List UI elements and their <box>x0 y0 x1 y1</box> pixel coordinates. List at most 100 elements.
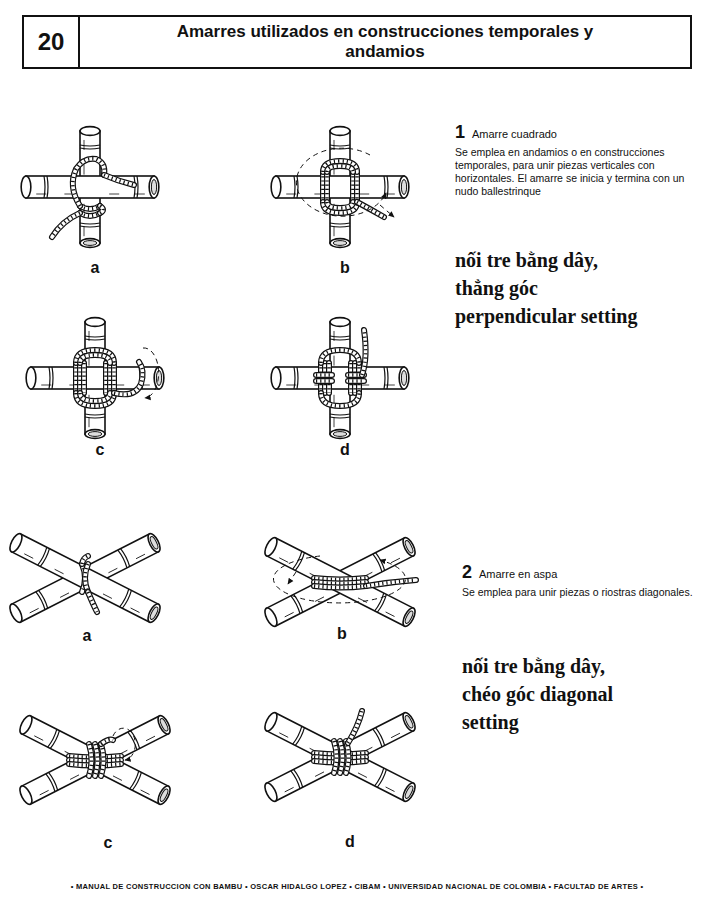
rope <box>362 330 366 375</box>
pole-shade <box>41 385 51 386</box>
pole-hollow <box>401 371 406 386</box>
pole-shade <box>24 554 33 559</box>
lashing-figure <box>262 536 417 628</box>
pole-shade <box>136 554 145 559</box>
rope-twist <box>316 379 332 383</box>
rope <box>327 202 353 208</box>
pole-hollow <box>333 432 347 437</box>
page-number: 20 <box>38 28 65 56</box>
rope-twist <box>88 592 97 612</box>
rope-twist <box>327 166 353 172</box>
pole-shade <box>36 194 46 195</box>
rope <box>88 592 97 612</box>
rope <box>321 393 359 406</box>
rope-twist <box>362 330 366 375</box>
pole-node <box>384 367 385 389</box>
pole-node <box>44 176 45 198</box>
rope <box>73 159 105 206</box>
lashing-figure <box>17 714 172 806</box>
rope <box>316 379 332 383</box>
pole-hollow <box>149 606 159 620</box>
rope <box>325 172 329 202</box>
pole-node <box>377 769 387 787</box>
rope-twist <box>104 175 134 185</box>
pole-hollow <box>159 718 169 732</box>
pole-hollow <box>88 432 102 437</box>
pole-node <box>80 145 100 146</box>
rope <box>323 161 357 172</box>
rope <box>348 711 362 743</box>
pole-node <box>50 731 60 749</box>
rope <box>321 350 359 363</box>
rope-twist <box>321 393 359 406</box>
bamboo-pole <box>262 536 417 628</box>
rope <box>112 363 116 393</box>
pole-node <box>132 772 142 790</box>
rope <box>323 202 357 213</box>
pole-end <box>262 536 279 558</box>
step-letter: a <box>91 259 100 277</box>
pole-node <box>49 772 59 790</box>
pole-node <box>295 728 305 746</box>
rope <box>340 741 343 773</box>
pole-hollow <box>149 536 159 550</box>
dashed-guide <box>380 205 394 217</box>
rope-twist <box>76 393 114 406</box>
rope <box>334 741 337 773</box>
rope <box>340 741 343 773</box>
pole-node <box>85 339 105 340</box>
lashing-figure <box>26 318 164 439</box>
dashed-guide <box>273 556 405 603</box>
rope <box>80 393 110 401</box>
pole-shade <box>334 226 335 236</box>
pole-body <box>21 716 168 804</box>
pole-shade <box>40 790 49 795</box>
rope <box>327 166 353 172</box>
rope <box>362 330 366 375</box>
rope-twist <box>52 213 80 237</box>
rope <box>354 172 360 202</box>
pole-body <box>276 176 404 198</box>
rope <box>100 206 103 213</box>
pole-shade <box>391 733 400 738</box>
pole-shade <box>84 226 85 236</box>
pole-end <box>271 176 281 198</box>
rope <box>95 744 98 776</box>
pole-node <box>294 367 295 389</box>
pole-node <box>376 727 386 745</box>
pole-shade <box>89 417 90 427</box>
rope <box>88 592 97 612</box>
dashed-guide <box>143 348 159 398</box>
step-letter: c <box>96 441 105 459</box>
rope <box>323 202 357 213</box>
pole-node <box>49 367 50 389</box>
rope <box>321 350 359 363</box>
pole-hollow <box>83 241 97 246</box>
rope <box>77 363 83 393</box>
pole-shade <box>286 194 296 195</box>
annotation: nối tre bằng dây, chéo góc diagonal sett… <box>462 652 644 736</box>
rope <box>82 363 86 393</box>
pole-end <box>262 606 279 628</box>
pole-node <box>122 590 132 608</box>
rope <box>80 206 100 209</box>
rope-twist <box>327 202 353 208</box>
pole-end <box>17 714 34 736</box>
rope-twist <box>101 740 113 745</box>
rope <box>104 175 134 185</box>
rope <box>85 564 88 592</box>
rope-twist <box>82 556 88 564</box>
rope-twist <box>80 213 100 216</box>
pole-hollow <box>151 180 156 195</box>
pole-shade <box>391 558 400 563</box>
pole-end <box>7 602 24 624</box>
pole-shade <box>334 331 335 341</box>
pole-hollow <box>401 180 406 195</box>
section-heading: Amarre en aspa <box>479 568 557 581</box>
pole-hollow <box>156 371 161 386</box>
section-number: 2 <box>462 562 472 582</box>
pole-shade <box>84 140 85 150</box>
rope-twist <box>82 363 86 393</box>
pole-node <box>85 417 105 418</box>
pole-end <box>330 318 350 327</box>
